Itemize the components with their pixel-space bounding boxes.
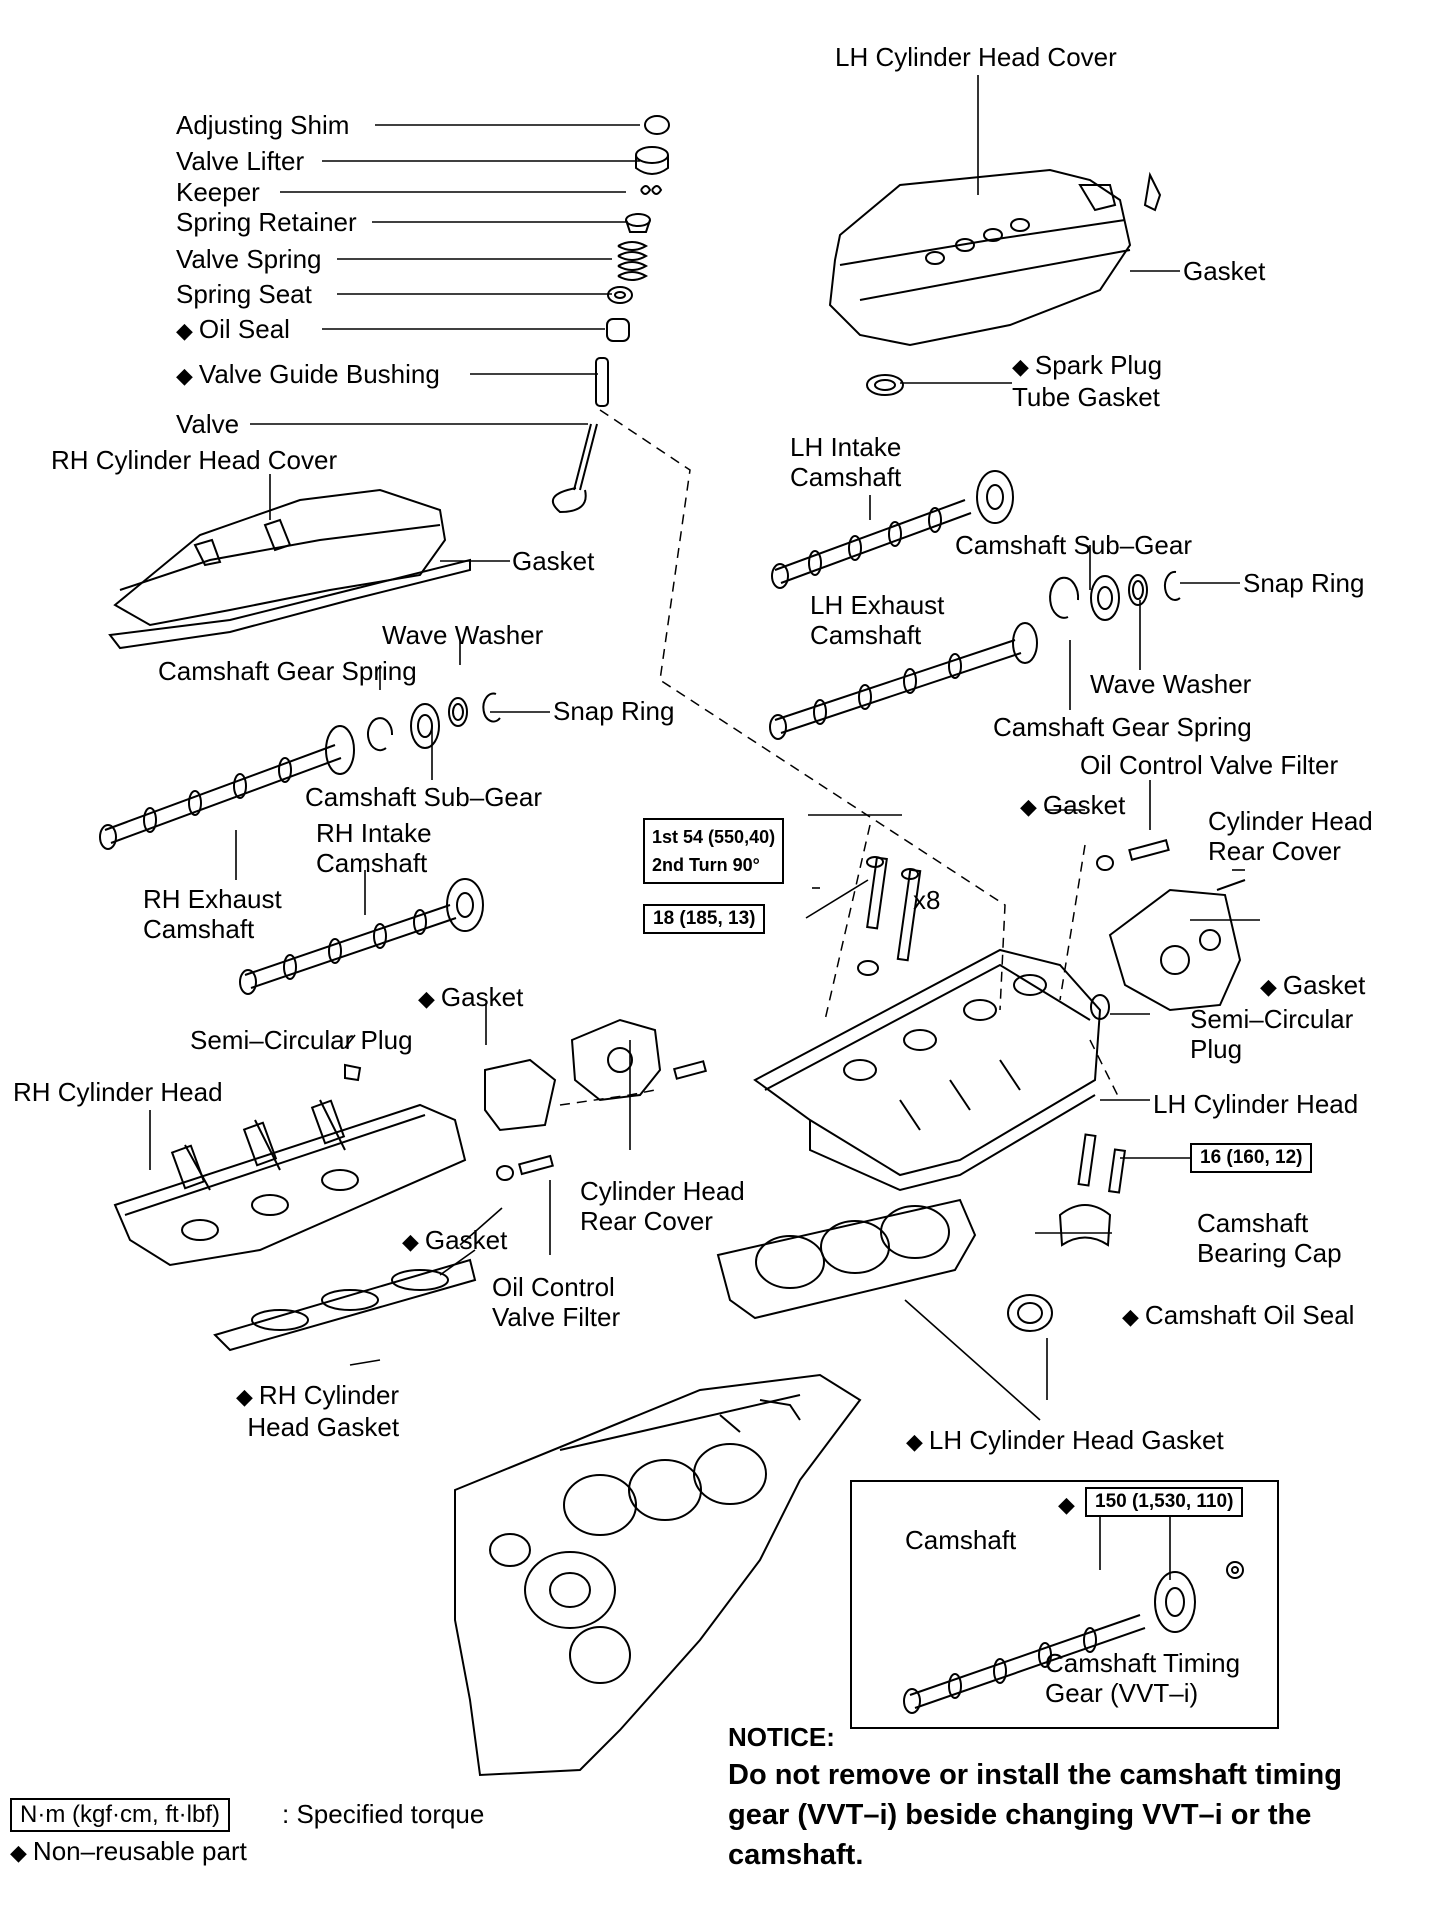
label-camshaft-timing-gear: Camshaft Timing Gear (VVT–i) bbox=[1045, 1648, 1241, 1708]
lh-head-gasket-drawing bbox=[716, 1198, 977, 1320]
label-lh-cylinder-head-gasket: ◆LH Cylinder Head Gasket bbox=[906, 1425, 1224, 1455]
label-spring-retainer: Spring Retainer bbox=[176, 207, 357, 237]
lh-rear-cover-drawing bbox=[1090, 839, 1246, 1020]
legend-nonreusable: ◆Non–reusable part bbox=[10, 1836, 247, 1866]
label-spring-seat: Spring Seat bbox=[176, 279, 312, 309]
label-gasket-rear-cover-rh: ◆Gasket bbox=[418, 982, 524, 1012]
nonreusable-icon: ◆ bbox=[1012, 354, 1029, 379]
torque-spec-bolt-18: 18 (185, 13) bbox=[643, 904, 766, 934]
label-lh-cylinder-head-cover: LH Cylinder Head Cover bbox=[835, 42, 1117, 72]
notice-heading: NOTICE: bbox=[728, 1722, 835, 1752]
label-camshaft-sub-gear-lh: Camshaft Sub–Gear bbox=[955, 530, 1193, 560]
label-spark-plug-tube-gasket: ◆Spark Plug Tube Gasket bbox=[1012, 350, 1163, 412]
label-valve-guide-bushing: ◆Valve Guide Bushing bbox=[176, 359, 440, 389]
torque-spec-timing-gear-150: 150 (1,530, 110) bbox=[1085, 1487, 1244, 1517]
label-gasket-rh-cover: Gasket bbox=[512, 546, 595, 576]
label-gasket-rear-cover-lh: ◆Gasket bbox=[1260, 970, 1366, 1000]
legend-torque-unit-desc: : Specified torque bbox=[282, 1799, 485, 1829]
label-camshaft-bearing-cap: Camshaft Bearing Cap bbox=[1197, 1208, 1342, 1268]
label-wave-washer-lh: Wave Washer bbox=[1090, 669, 1252, 699]
camshaft-bearing-cap-drawing bbox=[1007, 1133, 1127, 1332]
cylinder-head-bolts bbox=[857, 856, 922, 976]
torque-spec-bolt-two-step: 1st 54 (550,40) 2nd Turn 90° bbox=[643, 818, 785, 884]
nonreusable-icon: ◆ bbox=[1058, 1492, 1075, 1517]
valve-train-parts bbox=[551, 115, 670, 514]
nonreusable-icon: ◆ bbox=[1122, 1304, 1139, 1329]
lh-cylinder-head-cover-drawing bbox=[828, 168, 1162, 396]
nonreusable-icon: ◆ bbox=[10, 1840, 27, 1865]
label-oil-control-valve-filter-lh: Oil Control Valve Filter bbox=[1080, 750, 1339, 780]
rh-cylinder-head-cover-drawing bbox=[108, 488, 471, 650]
nonreusable-icon: ◆ bbox=[1260, 974, 1277, 999]
rh-rear-cover-drawing bbox=[484, 1018, 708, 1181]
lh-cylinder-head-drawing bbox=[753, 948, 1102, 1192]
dashed-alignment bbox=[559, 409, 1121, 1106]
label-adjusting-shim: Adjusting Shim bbox=[176, 110, 350, 140]
rh-exhaust-camshaft-drawing bbox=[99, 725, 355, 850]
label-rh-cylinder-head-cover: RH Cylinder Head Cover bbox=[51, 445, 338, 475]
label-cylinder-head-rear-cover-lh: Cylinder Head Rear Cover bbox=[1208, 806, 1373, 866]
lh-intake-camshaft-drawing bbox=[771, 470, 1014, 589]
label-gasket-lh-cover: Gasket bbox=[1183, 256, 1266, 286]
engine-block-drawing bbox=[454, 1373, 862, 1777]
label-camshaft-gear-spring-rh: Camshaft Gear Spring bbox=[158, 656, 417, 686]
rh-intake-camshaft-drawing bbox=[239, 878, 484, 995]
legend-torque-unit-box: N·m (kgf·cm, ft·lbf) bbox=[10, 1798, 230, 1832]
label-camshaft-gear-spring-lh: Camshaft Gear Spring bbox=[993, 712, 1252, 742]
label-oil-seal-valve: ◆Oil Seal bbox=[176, 314, 290, 344]
lh-exhaust-camshaft-drawing bbox=[769, 622, 1038, 740]
label-valve-lifter: Valve Lifter bbox=[176, 146, 305, 176]
rh-head-gasket-drawing bbox=[213, 1258, 477, 1352]
label-snap-ring-rh: Snap Ring bbox=[553, 696, 675, 726]
nonreusable-icon: ◆ bbox=[418, 986, 435, 1011]
vvt-i-inset-box bbox=[850, 1480, 1279, 1729]
nonreusable-icon: ◆ bbox=[236, 1384, 253, 1409]
label-gasket-ocv-lh: ◆Gasket bbox=[1020, 790, 1126, 820]
label-wave-washer-rh: Wave Washer bbox=[382, 620, 544, 650]
label-snap-ring-lh: Snap Ring bbox=[1243, 568, 1365, 598]
inset-camshaft-drawing bbox=[903, 1561, 1244, 1714]
label-camshaft-sub-gear-rh: Camshaft Sub–Gear bbox=[305, 782, 543, 812]
torque-spec-bearing-cap-16: 16 (160, 12) bbox=[1190, 1143, 1313, 1173]
rh-cylinder-head-drawing bbox=[113, 1063, 467, 1267]
label-rh-intake-camshaft: RH Intake Camshaft bbox=[316, 818, 432, 878]
lh-gear-set bbox=[1049, 570, 1181, 621]
label-rh-cylinder-head-gasket: ◆RH Cylinder Head Gasket bbox=[236, 1380, 400, 1442]
nonreusable-icon: ◆ bbox=[1020, 794, 1037, 819]
inset-nonreusable-marker: ◆ bbox=[1058, 1488, 1081, 1520]
label-semi-circular-plug-lh: Semi–Circular Plug bbox=[1190, 1004, 1354, 1064]
label-lh-exhaust-camshaft: LH Exhaust Camshaft bbox=[810, 590, 945, 650]
label-keeper: Keeper bbox=[176, 177, 260, 207]
leader-lines bbox=[149, 75, 1260, 1580]
label-oil-control-valve-filter-rh: Oil Control Valve Filter bbox=[492, 1272, 621, 1332]
nonreusable-icon: ◆ bbox=[906, 1429, 923, 1454]
label-semi-circular-plug-rh: Semi–Circular Plug bbox=[190, 1025, 413, 1055]
label-valve-spring: Valve Spring bbox=[176, 244, 322, 274]
label-inset-camshaft: Camshaft bbox=[905, 1525, 1017, 1555]
nonreusable-icon: ◆ bbox=[176, 318, 193, 343]
nonreusable-icon: ◆ bbox=[176, 363, 193, 388]
label-valve: Valve bbox=[176, 409, 240, 439]
label-gasket-ocv-rh: ◆Gasket bbox=[402, 1225, 508, 1255]
label-camshaft-oil-seal: ◆Camshaft Oil Seal bbox=[1122, 1300, 1355, 1330]
label-cylinder-head-rear-cover-rh: Cylinder Head Rear Cover bbox=[580, 1176, 745, 1236]
label-x8: x8 bbox=[913, 885, 941, 915]
notice-body: Do not remove or install the camshaft ti… bbox=[728, 1759, 1342, 1871]
label-rh-exhaust-camshaft: RH Exhaust Camshaft bbox=[143, 884, 282, 944]
nonreusable-icon: ◆ bbox=[402, 1229, 419, 1254]
label-rh-cylinder-head: RH Cylinder Head bbox=[13, 1077, 223, 1107]
label-lh-intake-camshaft: LH Intake Camshaft bbox=[790, 432, 902, 492]
label-lh-cylinder-head: LH Cylinder Head bbox=[1153, 1089, 1359, 1119]
rh-gear-set bbox=[367, 692, 501, 752]
